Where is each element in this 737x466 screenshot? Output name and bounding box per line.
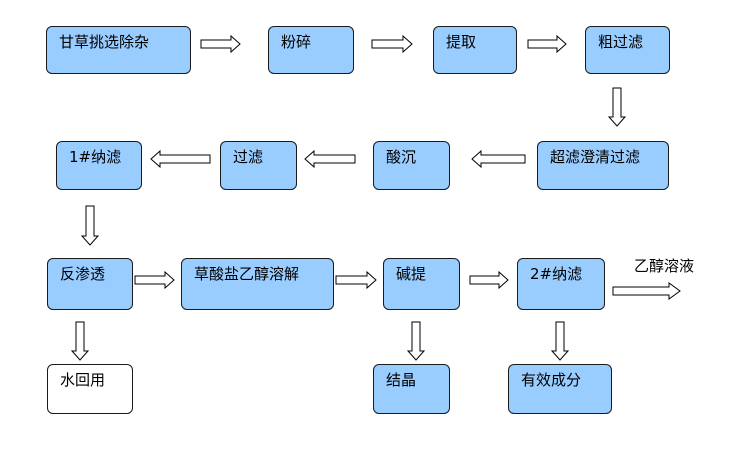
node-active-ingredient: 有效成分 <box>508 364 612 414</box>
arrow-n11-n12 <box>469 270 509 290</box>
arrow-n8-n9 <box>80 205 100 246</box>
arrow-n9-n13 <box>70 321 90 361</box>
node-ultrafiltration-clarification: 超滤澄清过滤 <box>537 141 669 190</box>
arrow-n2-n3 <box>371 34 413 54</box>
arrow-n7-n8 <box>150 149 211 169</box>
node-raw-material-sorting: 甘草挑选除杂 <box>46 26 191 74</box>
node-coarse-filtration: 粗过滤 <box>585 26 670 74</box>
node-crystallization: 结晶 <box>373 364 450 414</box>
output-label-ethanol-solution: 乙醇溶液 <box>634 257 695 275</box>
arrow-n5-n6 <box>471 149 526 169</box>
arrow-n10-n11 <box>335 270 377 290</box>
arrow-n1-n2 <box>200 34 241 54</box>
arrow-n11-n14 <box>406 321 426 361</box>
node-extraction: 提取 <box>433 26 517 74</box>
arrow-n12-output <box>612 282 681 300</box>
node-water-reuse: 水回用 <box>47 364 133 414</box>
arrow-n3-n4 <box>527 34 567 54</box>
node-reverse-osmosis: 反渗透 <box>47 258 133 310</box>
node-filtration: 过滤 <box>220 141 297 190</box>
arrow-n4-n5 <box>607 87 627 127</box>
node-2-nanofiltration: 2#纳滤 <box>517 258 605 310</box>
node-crushing: 粉碎 <box>268 26 354 74</box>
arrow-n6-n7 <box>304 149 356 169</box>
arrow-n12-n15 <box>550 321 570 361</box>
node-acid-precipitation: 酸沉 <box>373 141 450 190</box>
node-1-nanofiltration: 1#纳滤 <box>56 141 142 190</box>
node-oxalate-ethanol-dissolution: 草酸盐乙醇溶解 <box>181 258 334 310</box>
node-alkali-extraction: 碱提 <box>383 258 460 310</box>
arrow-n9-n10 <box>134 270 175 290</box>
